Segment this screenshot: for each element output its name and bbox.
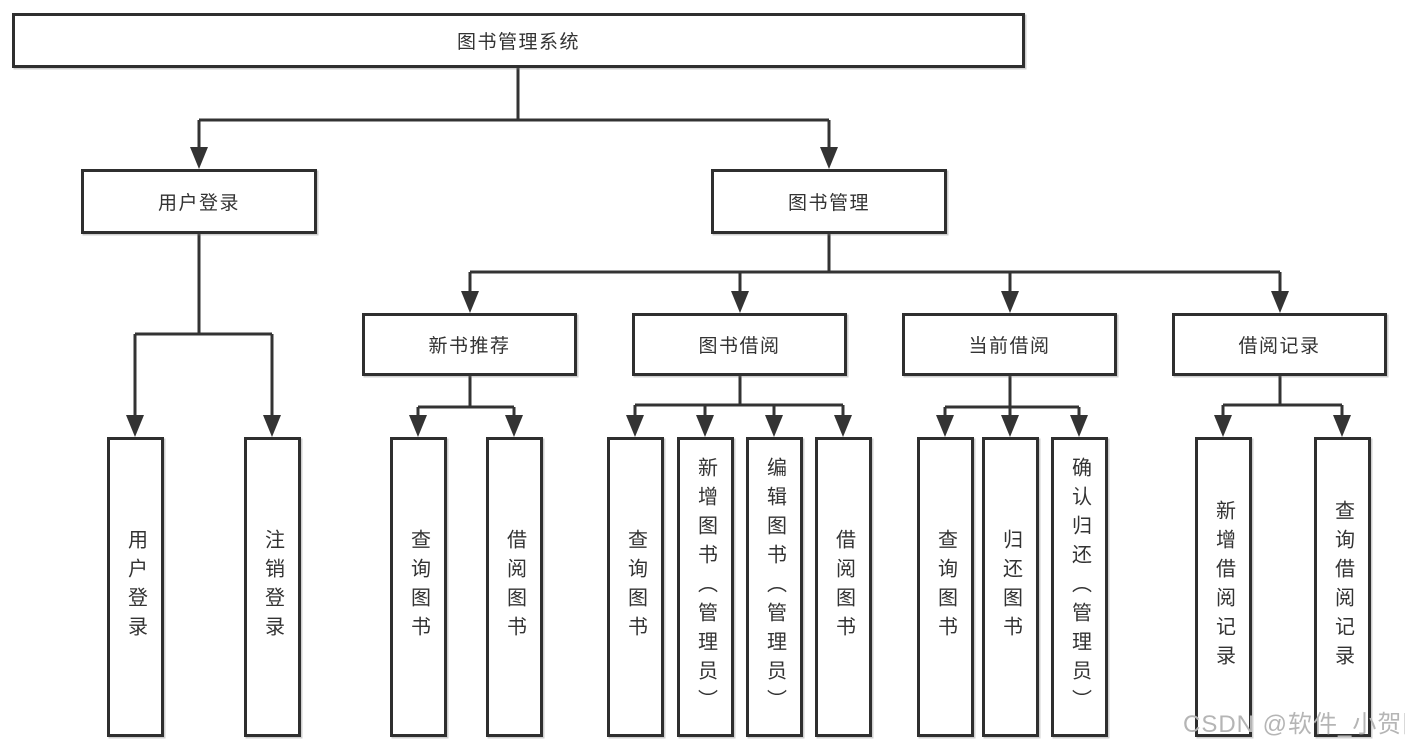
node-book-management: 图书管理 <box>711 169 947 234</box>
node-label: 借阅图书 <box>503 529 526 645</box>
node-label: 编辑图书（管理员） <box>763 456 786 718</box>
node-label: 当前借阅 <box>968 336 1051 357</box>
leaf-recommend-query-books: 查询图书 <box>390 437 447 737</box>
node-label: 新书推荐 <box>428 336 511 357</box>
leaf-current-return-books: 归还图书 <box>982 437 1039 737</box>
leaf-current-confirm-return-admin: 确认归还（管理员） <box>1051 437 1108 737</box>
leaf-borrow-borrow-books: 借阅图书 <box>815 437 872 737</box>
node-label: 确认归还（管理员） <box>1068 456 1091 718</box>
node-current-borrow: 当前借阅 <box>902 313 1117 376</box>
node-label: 查询图书 <box>934 529 957 645</box>
node-label: 注销登录 <box>261 529 284 645</box>
node-label: 图书借阅 <box>698 336 781 357</box>
arrow-down-icons <box>126 147 1351 437</box>
node-label: 新增借阅记录 <box>1212 500 1235 674</box>
leaf-current-query-books: 查询图书 <box>917 437 974 737</box>
node-borrow-records: 借阅记录 <box>1172 313 1387 376</box>
node-label: 查询图书 <box>624 529 647 645</box>
node-label: 归还图书 <box>999 529 1022 645</box>
node-label: 查询借阅记录 <box>1331 500 1354 674</box>
node-label: 用户登录 <box>124 529 147 645</box>
node-label: 查询图书 <box>407 529 430 645</box>
node-new-book-recommend: 新书推荐 <box>362 313 577 376</box>
node-label: 图书管理系统 <box>456 32 580 53</box>
csdn-watermark: CSDN @软件_小贺同学 <box>1183 711 1405 738</box>
leaf-borrow-edit-books-admin: 编辑图书（管理员） <box>746 437 803 737</box>
node-label: 借阅记录 <box>1238 336 1321 357</box>
node-label: 用户登录 <box>157 193 240 214</box>
node-user-login: 用户登录 <box>81 169 317 234</box>
node-library-management-system: 图书管理系统 <box>12 13 1025 68</box>
leaf-records-add-record: 新增借阅记录 <box>1195 437 1252 737</box>
leaf-borrow-query-books: 查询图书 <box>607 437 664 737</box>
connector-paths <box>133 68 1344 419</box>
node-label: 借阅图书 <box>832 529 855 645</box>
leaf-logout: 注销登录 <box>244 437 301 737</box>
node-label: 新增图书（管理员） <box>694 456 717 718</box>
node-book-borrow: 图书借阅 <box>632 313 847 376</box>
leaf-user-login: 用户登录 <box>107 437 164 737</box>
leaf-borrow-add-books-admin: 新增图书（管理员） <box>677 437 734 737</box>
leaf-recommend-borrow-books: 借阅图书 <box>486 437 543 737</box>
node-label: 图书管理 <box>787 193 870 214</box>
leaf-records-query-record: 查询借阅记录 <box>1314 437 1371 737</box>
